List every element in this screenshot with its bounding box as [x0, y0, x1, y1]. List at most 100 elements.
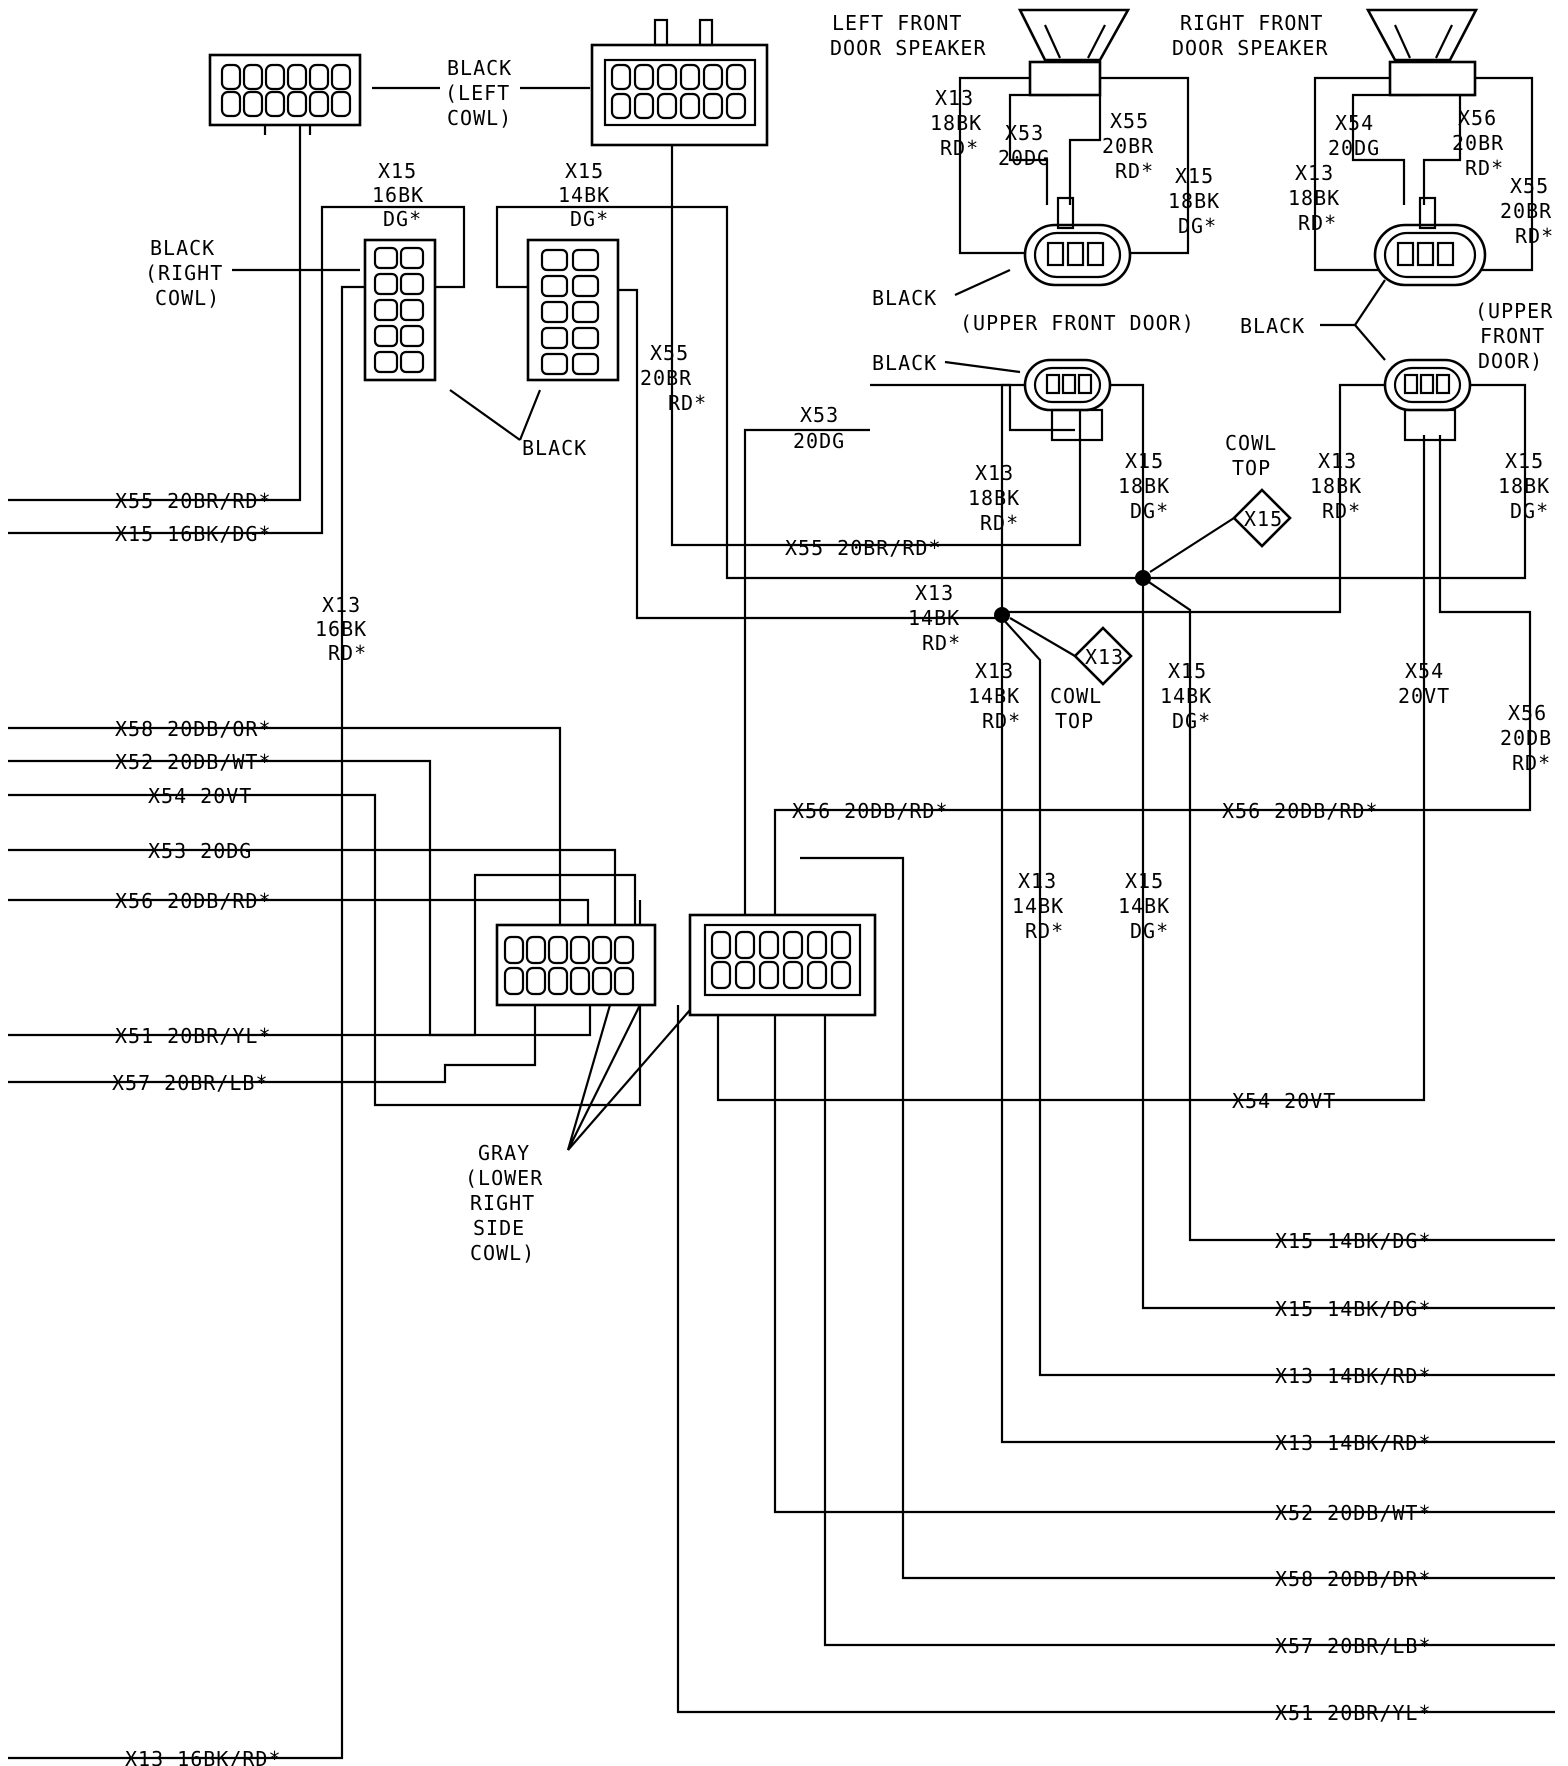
label-gray-cowl-2: (LOWER — [465, 1166, 543, 1190]
wl-x15-14bk-3: DG* — [570, 207, 609, 231]
left-speaker-title-2: DOOR SPEAKER — [830, 36, 987, 60]
lsp-x13-3: RD* — [940, 136, 979, 160]
label-upper-front-door-left: (UPPER FRONT DOOR) — [960, 311, 1195, 335]
wire-x15-14bk-down-b — [1141, 578, 1555, 1310]
wire-x51-left — [8, 873, 637, 1037]
splice-node-x15 — [1135, 570, 1151, 586]
label-black-left-cowl-3: COWL) — [447, 106, 512, 130]
wl-x15-18bk-r-2: 18BK — [1498, 474, 1550, 498]
label-gray-cowl-3: RIGHT — [470, 1191, 535, 1215]
label-cowl-top-x13-2: TOP — [1055, 709, 1094, 733]
left-speaker-title: LEFT FRONT — [832, 11, 962, 35]
wire-right-speaker-x55 — [1475, 76, 1534, 272]
connector-black-left-cowl-b — [590, 18, 769, 147]
connector-gray-cowl-b — [688, 913, 877, 1017]
wl-x13-14bk-low-2: 14BK — [1012, 894, 1064, 918]
lsp-x55-3: RD* — [1115, 159, 1154, 183]
wire-x57-right — [823, 1010, 1555, 1647]
rsp-x54-2: 20DG — [1328, 136, 1380, 160]
right-edge-x13-b: X13 14BK/RD* — [1275, 1431, 1432, 1455]
wl-x54-20vt-vert-1: X54 — [1405, 659, 1444, 683]
wire-x56-20db-vert — [773, 435, 1532, 945]
wire-x58-right — [800, 856, 1555, 1580]
splice-node-x13 — [994, 607, 1010, 623]
wl-x13-14bk-below-2: 14BK — [968, 684, 1020, 708]
left-edge-x58: X58 20DB/OR* — [115, 717, 272, 741]
wl-x13-16bk-vert-2: 16BK — [315, 617, 367, 641]
wire-x53-down — [743, 428, 870, 958]
wl-x15-18bk-r-1: X15 — [1505, 449, 1544, 473]
connector-black-left-cowl-a — [208, 53, 362, 135]
right-front-speaker — [1365, 8, 1479, 97]
label-black-left-cowl-1: BLACK — [447, 56, 512, 80]
left-edge-x53: X53 20DG — [148, 839, 252, 863]
wire-x15-14bk-top — [495, 205, 1527, 580]
lsp-x53-1: X53 — [1005, 121, 1044, 145]
rsp-x56-3: RD* — [1465, 156, 1504, 180]
label-cowl-top-x13-1: COWL — [1050, 684, 1102, 708]
label-black-left-lower: BLACK — [872, 351, 937, 375]
wl-x15-18bk-l-1: X15 — [1125, 449, 1164, 473]
wire-x55-left — [8, 125, 302, 502]
splice-tag-x13 — [1009, 617, 1133, 686]
wire-x13-16bk-vertical — [8, 285, 365, 1760]
wl-x55-mid-3: RD* — [668, 391, 707, 415]
connector-black-door-left-lower — [1023, 358, 1112, 442]
rsp-x55-1: X55 — [1510, 174, 1549, 198]
speaker-cone-icon — [1017, 8, 1131, 62]
rsp-x13-1: X13 — [1295, 161, 1334, 185]
wl-x56-horiz-b: X56 20DB/RD* — [1222, 799, 1379, 823]
left-edge-x54: X54 20VT — [148, 784, 252, 808]
left-edge-x13: X13 16BK/RD* — [125, 1747, 282, 1766]
wl-x15-18bk-l-2: 18BK — [1118, 474, 1170, 498]
wire-x53-left — [8, 848, 617, 945]
rsp-x13-2: 18BK — [1288, 186, 1340, 210]
rsp-x13-3: RD* — [1298, 211, 1337, 235]
lsp-x55-2: 20BR — [1102, 134, 1154, 158]
wl-x55-horiz: X55 20BR/RD* — [785, 536, 942, 560]
wl-x13-14bk-below-3: RD* — [982, 709, 1021, 733]
wl-x15-18bk-r-3: DG* — [1510, 499, 1549, 523]
rsp-x56-2: 20BR — [1452, 131, 1504, 155]
lsp-x15-2: 18BK — [1168, 189, 1220, 213]
wl-x53-mid-1: X53 — [800, 403, 839, 427]
right-edge-x51: X51 20BR/YL* — [1275, 1701, 1432, 1725]
wl-x15-16bk-3: DG* — [383, 207, 422, 231]
wire-x13-14bk-down-b — [1001, 617, 1555, 1377]
wl-x55-mid-1: X55 — [650, 341, 689, 365]
wire-x57-left — [8, 1005, 537, 1084]
left-edge-x55: X55 20BR/RD* — [115, 489, 272, 513]
wire-x54-left — [8, 793, 642, 1107]
wire-x52-right — [773, 1010, 1555, 1514]
label-black-door-left: BLACK — [872, 286, 937, 310]
wl-x55-mid-2: 20BR — [640, 366, 692, 390]
wire-right-speaker-x54 — [1351, 93, 1420, 205]
connector-black-right-cowl — [363, 238, 437, 382]
wl-x15-14bk-below-3: DG* — [1172, 709, 1211, 733]
wl-x15-14bk-2: 14BK — [558, 183, 610, 207]
wl-x15-18bk-l-3: DG* — [1130, 499, 1169, 523]
left-edge-x56: X56 20DB/RD* — [115, 889, 272, 913]
wl-x13-14bk-low-3: RD* — [1025, 919, 1064, 943]
right-speaker-title: RIGHT FRONT — [1180, 11, 1323, 35]
wire-x53-mid — [870, 383, 1075, 432]
wire-left-speaker-x15 — [1100, 76, 1190, 255]
wl-x13-18bk-l-1: X13 — [975, 461, 1014, 485]
wire-x13-18bk-right — [1002, 383, 1390, 614]
splice-tag-x15 — [1149, 488, 1292, 573]
wl-x15-16bk-1: X15 — [378, 159, 417, 183]
wl-x56-20db-vert-2: 20DB — [1500, 726, 1552, 750]
label-gray-cowl-1: GRAY — [478, 1141, 530, 1165]
label-cowl-top-x15-1: COWL — [1225, 431, 1277, 455]
wl-x13-16bk-vert-1: X13 — [322, 593, 361, 617]
wl-x56-20db-vert-3: RD* — [1512, 751, 1551, 775]
lsp-x15-1: X15 — [1175, 164, 1214, 188]
wl-x15-14bk-low-1: X15 — [1125, 869, 1164, 893]
connector-black-mid — [526, 238, 620, 382]
wl-x15-14bk-below-2: 14BK — [1160, 684, 1212, 708]
wl-x13-18bk-l-2: 18BK — [968, 486, 1020, 510]
wire-x15-14bk-down-a — [1142, 577, 1555, 1242]
wl-x13-14bk-below-1: X13 — [975, 659, 1014, 683]
wl-x13-18bk-r-1: X13 — [1318, 449, 1357, 473]
